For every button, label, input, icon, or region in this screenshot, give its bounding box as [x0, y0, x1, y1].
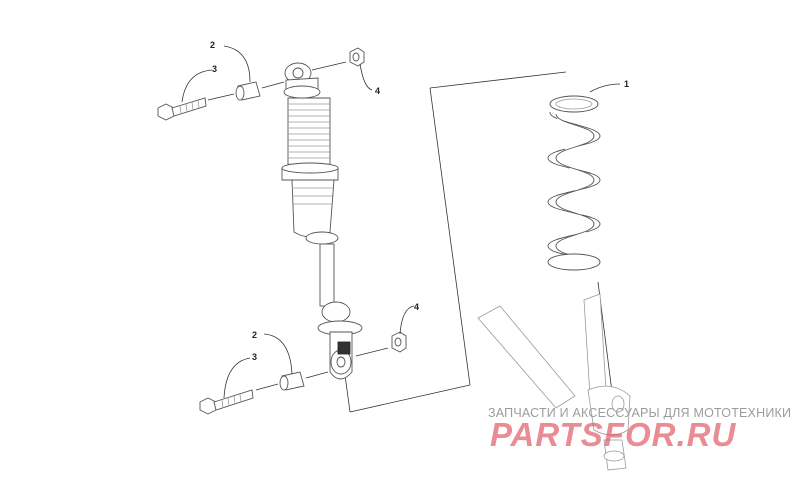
- lower-axis-line: [255, 383, 279, 391]
- lower-bolt: [199, 389, 254, 415]
- callout-upper-nut: 4: [359, 63, 380, 96]
- upper-axis-line: [207, 93, 235, 101]
- callout-upper-bolt: 3: [181, 64, 217, 103]
- callout-lower-nut: 4: [399, 302, 419, 335]
- bracket-top: [429, 71, 567, 89]
- shock-absorber: [281, 62, 363, 380]
- watermark-subtitle: ЗАПЧАСТИ И АКСЕССУАРЫ ДЛЯ МОТОТЕХНИКИ: [488, 406, 792, 420]
- lower-nut: [391, 331, 407, 353]
- svg-text:2: 2: [210, 40, 215, 50]
- upper-axis-line-2: [261, 81, 285, 89]
- svg-text:3: 3: [252, 352, 257, 362]
- bracket-left: [344, 374, 351, 413]
- svg-text:4: 4: [414, 302, 419, 312]
- callout-spring: 1: [589, 79, 629, 93]
- coil-spring: [547, 95, 601, 271]
- upper-bolt: [157, 97, 207, 121]
- svg-text:3: 3: [212, 64, 217, 74]
- svg-text:4: 4: [375, 86, 380, 96]
- lower-axis-line-3: [355, 347, 389, 357]
- upper-nut: [349, 47, 365, 67]
- callout-lower-bolt: 3: [223, 352, 257, 399]
- svg-text:2: 2: [252, 330, 257, 340]
- watermark-logo: PARTSFOR.RU: [490, 416, 737, 453]
- upper-axis-line-3: [311, 61, 347, 71]
- lower-bushing: [279, 371, 305, 391]
- upper-bushing: [235, 81, 261, 101]
- bracket-bottom: [349, 384, 471, 413]
- callout-upper-bushing: 2: [210, 40, 251, 83]
- bracket-right: [429, 87, 471, 386]
- callout-lower-bushing: 2: [252, 330, 293, 375]
- lower-axis-line-2: [305, 371, 329, 379]
- a-arm: [477, 293, 631, 471]
- svg-text:1: 1: [624, 79, 629, 89]
